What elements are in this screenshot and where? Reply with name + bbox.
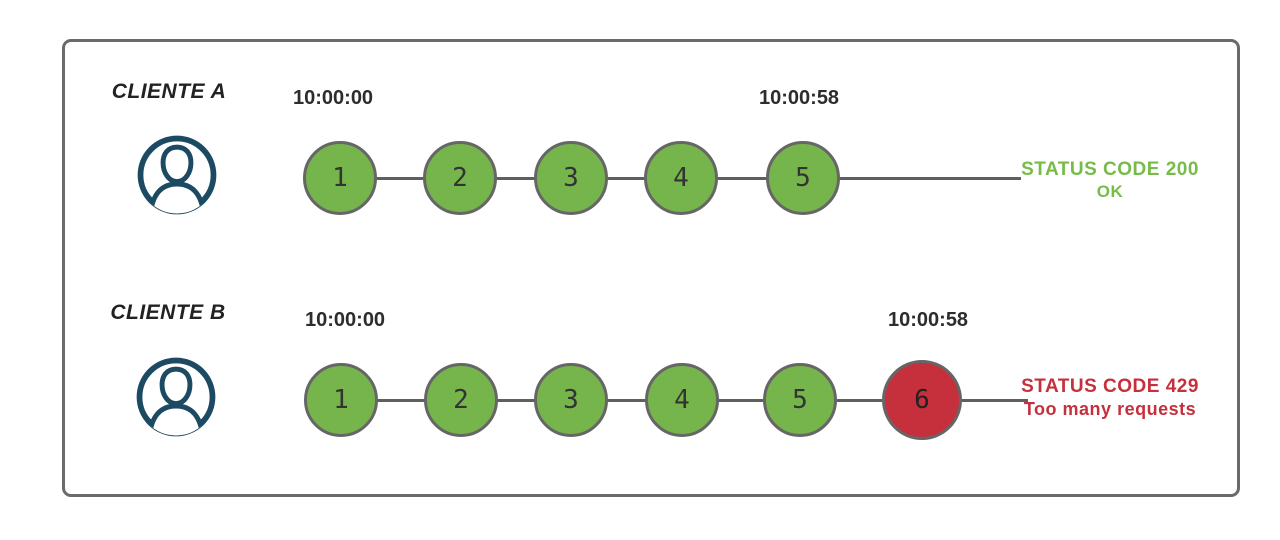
- person-icon: [137, 135, 217, 215]
- request-circle: 3: [534, 141, 608, 215]
- diagram-frame: [62, 39, 1240, 497]
- client-b-status: STATUS CODE 429 Too many requests: [1020, 376, 1200, 420]
- person-icon: [136, 357, 216, 437]
- status-code-text: STATUS CODE 429: [1021, 376, 1199, 397]
- client-b-start-time: 10:00:00: [305, 309, 386, 331]
- client-a-start-time: 10:00:00: [293, 87, 374, 109]
- request-circle: 4: [645, 363, 719, 437]
- request-number: 6: [914, 385, 930, 415]
- request-number: 1: [333, 385, 349, 415]
- request-circle: 1: [303, 141, 377, 215]
- request-number: 3: [563, 163, 579, 193]
- status-code-text: STATUS CODE 200: [1021, 159, 1199, 180]
- request-number: 2: [453, 385, 469, 415]
- request-number: 3: [563, 385, 579, 415]
- request-number: 5: [795, 163, 811, 193]
- request-number: 5: [792, 385, 808, 415]
- request-circle: 5: [766, 141, 840, 215]
- request-number: 4: [673, 163, 689, 193]
- client-a-status: STATUS CODE 200 OK: [1020, 159, 1200, 203]
- request-circle: 1: [304, 363, 378, 437]
- status-detail-text: Too many requests: [1023, 399, 1197, 419]
- client-b-end-time: 10:00:58: [888, 309, 969, 331]
- status-detail-text: OK: [1096, 182, 1124, 201]
- request-circle: 2: [424, 363, 498, 437]
- request-circle: 2: [423, 141, 497, 215]
- request-circle: 3: [534, 363, 608, 437]
- client-a-end-time: 10:00:58: [759, 87, 840, 109]
- client-b-label: CLIENTE B: [110, 301, 226, 324]
- request-circle: 4: [644, 141, 718, 215]
- request-number: 4: [674, 385, 690, 415]
- request-number: 1: [332, 163, 348, 193]
- request-circle: 5: [763, 363, 837, 437]
- request-circle-blocked: 6: [882, 360, 962, 440]
- client-a-label: CLIENTE A: [111, 80, 227, 103]
- request-number: 2: [452, 163, 468, 193]
